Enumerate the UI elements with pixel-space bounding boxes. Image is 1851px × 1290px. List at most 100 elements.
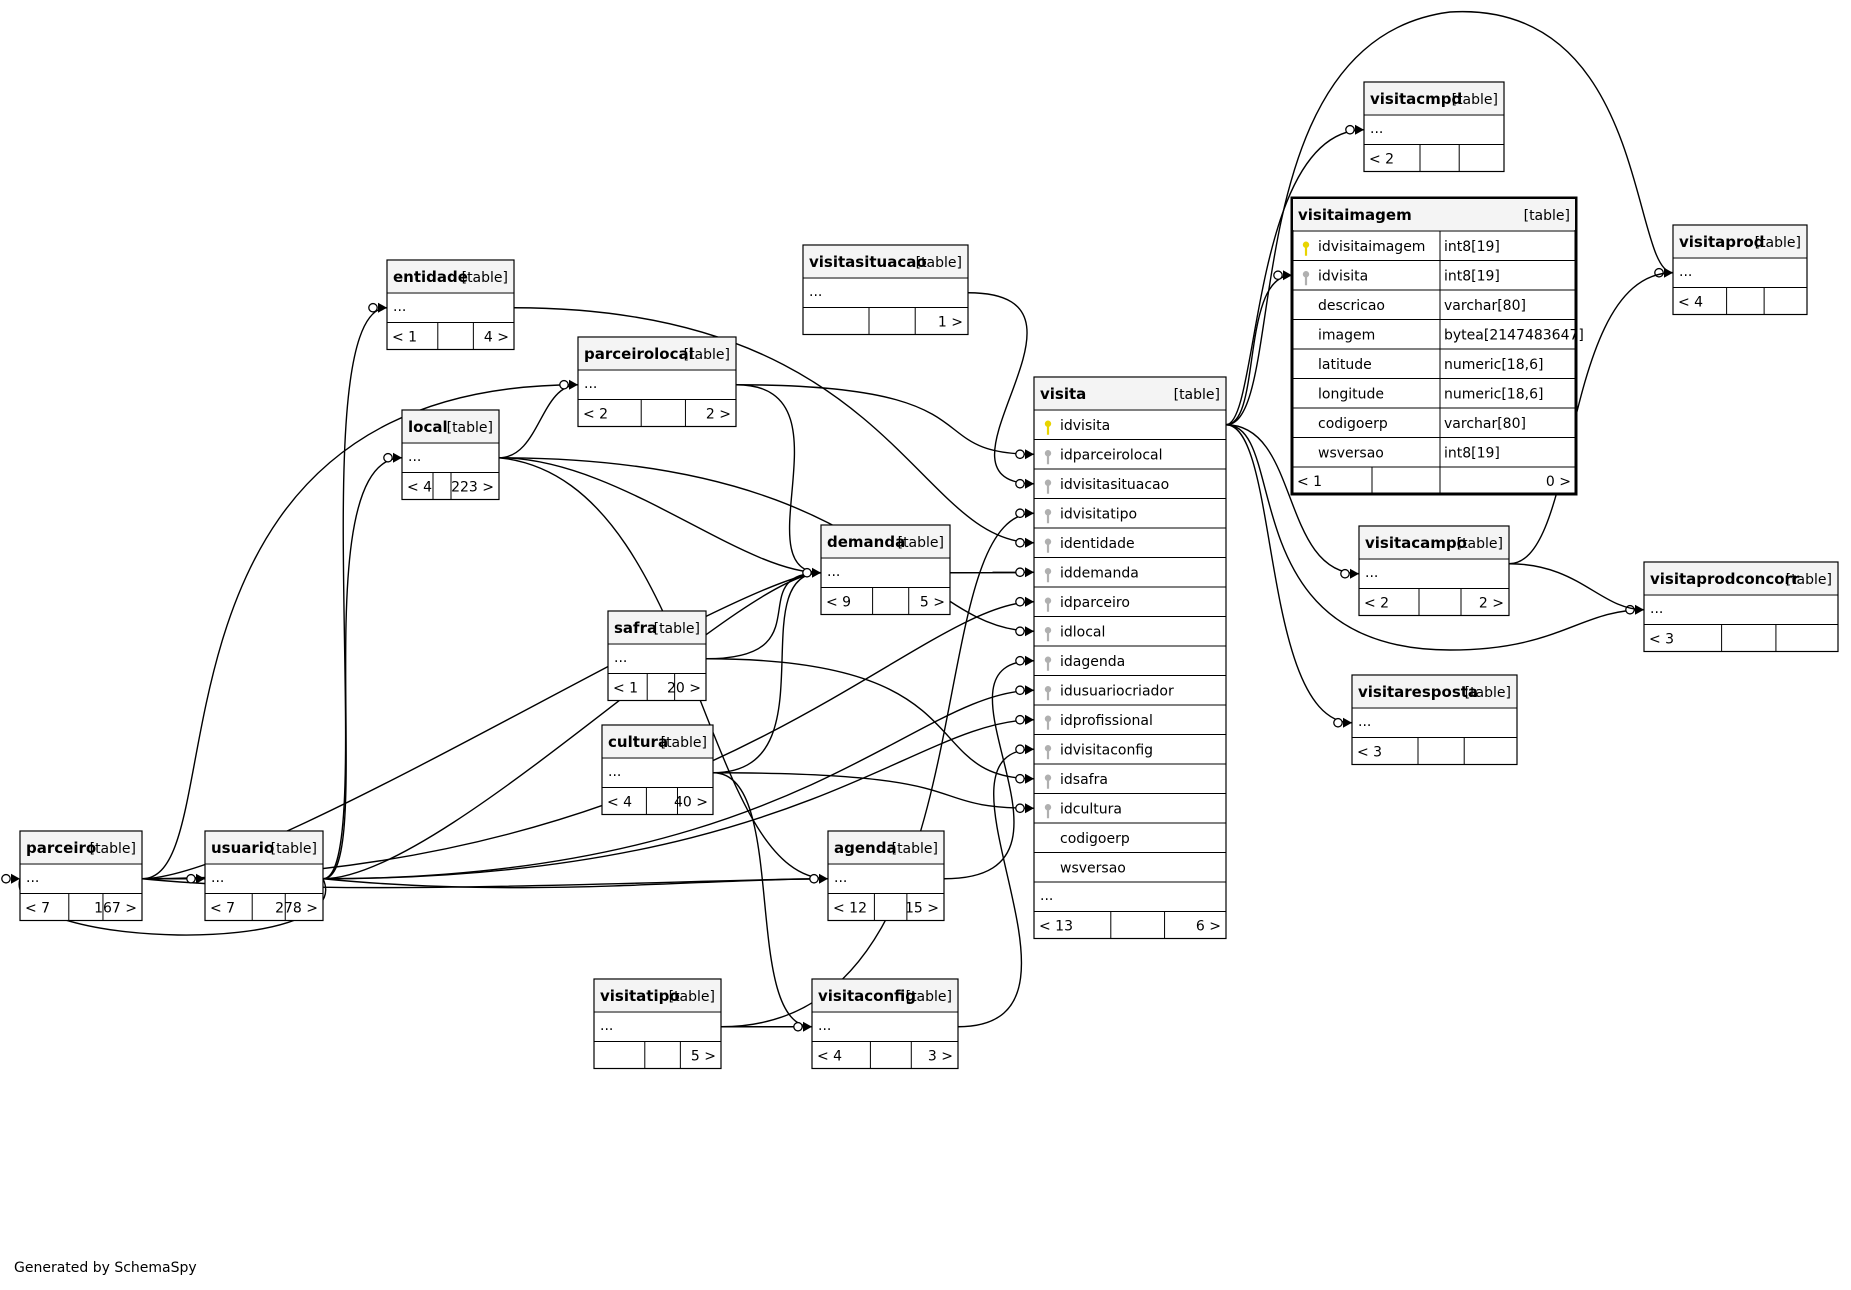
column-identidade[interactable]: identidade (1060, 536, 1135, 552)
column-idlocal[interactable]: idlocal (1060, 624, 1105, 640)
table-name[interactable]: visitasituacao (809, 253, 927, 271)
column-imagem[interactable]: imagem (1318, 327, 1375, 343)
column-idvisita[interactable]: idvisita (1318, 268, 1368, 284)
table-name[interactable]: visitatipo (600, 987, 680, 1005)
table-name[interactable]: visitacmpd (1370, 90, 1462, 108)
children-count[interactable]: 278 > (275, 901, 318, 917)
table-name[interactable]: demanda (827, 533, 905, 551)
parents-count[interactable]: < 4 (817, 1049, 842, 1065)
table-name[interactable]: visita (1040, 385, 1086, 403)
ellipsis-row[interactable]: ... (834, 870, 847, 886)
parents-count[interactable]: < 1 (1297, 474, 1322, 490)
column-idvisita[interactable]: idvisita (1060, 418, 1110, 434)
column-idsafra[interactable]: idsafra (1060, 772, 1108, 788)
table-visitaresposta[interactable]: visitaresposta[table]...< 3 (1351, 674, 1518, 766)
column-idvisitasituacao[interactable]: idvisitasituacao (1060, 477, 1169, 493)
ellipsis-row[interactable]: ... (1370, 121, 1383, 137)
ellipsis-row[interactable]: ... (809, 284, 822, 300)
ellipsis-row[interactable]: ... (827, 564, 840, 580)
table-name[interactable]: local (408, 418, 448, 436)
ellipsis-row[interactable]: ... (1650, 601, 1663, 617)
ellipsis-row[interactable]: ... (211, 870, 224, 886)
column-wsversao[interactable]: wsversao (1060, 860, 1126, 876)
children-count[interactable]: 5 > (920, 595, 945, 611)
children-count[interactable]: 5 > (691, 1049, 716, 1065)
children-count[interactable]: 2 > (706, 407, 731, 423)
table-name[interactable]: entidade (393, 268, 468, 286)
parents-count[interactable]: < 1 (613, 681, 638, 697)
ellipsis-row[interactable]: ... (584, 376, 597, 392)
children-count[interactable]: 0 > (1546, 474, 1571, 490)
ellipsis-row[interactable]: ... (26, 870, 39, 886)
table-name[interactable]: visitaprod (1679, 233, 1764, 251)
table-name[interactable]: visitaconfig (818, 987, 916, 1005)
parents-count[interactable]: < 2 (583, 407, 608, 423)
ellipsis-row[interactable]: ... (393, 299, 406, 315)
column-idvisitaconfig[interactable]: idvisitaconfig (1060, 742, 1153, 758)
ellipsis-row[interactable]: ... (600, 1018, 613, 1034)
ellipsis-row[interactable]: ... (408, 449, 421, 465)
table-name[interactable]: parceiro (26, 839, 96, 857)
table-visitatipo[interactable]: visitatipo[table]...5 > (593, 978, 722, 1070)
column-iddemanda[interactable]: iddemanda (1060, 565, 1139, 581)
ellipsis-row[interactable]: ... (614, 650, 627, 666)
parents-count[interactable]: < 9 (826, 595, 851, 611)
parents-count[interactable]: < 1 (392, 330, 417, 346)
column-codigoerp[interactable]: codigoerp (1318, 416, 1388, 432)
table-visitaprod[interactable]: visitaprod[table]...< 4 (1672, 224, 1808, 316)
parents-count[interactable]: < 7 (210, 901, 235, 917)
column-idprofissional[interactable]: idprofissional (1060, 713, 1153, 729)
column-idusuariocriador[interactable]: idusuariocriador (1060, 683, 1174, 699)
ellipsis-row[interactable]: ... (1365, 565, 1378, 581)
parents-count[interactable]: < 4 (1678, 295, 1703, 311)
column-idcultura[interactable]: idcultura (1060, 801, 1122, 817)
table-visitasituacao[interactable]: visitasituacao[table]...1 > (802, 244, 969, 336)
children-count[interactable]: 223 > (451, 480, 494, 496)
children-count[interactable]: 2 > (1479, 596, 1504, 612)
column-idparceiro[interactable]: idparceiro (1060, 595, 1130, 611)
table-name[interactable]: visitaresposta (1358, 683, 1478, 701)
column-longitude[interactable]: longitude (1318, 386, 1384, 402)
children-count[interactable]: 1 > (938, 315, 963, 331)
table-name[interactable]: usuario (211, 839, 274, 857)
ellipsis-row[interactable]: ... (1358, 714, 1371, 730)
column-idagenda[interactable]: idagenda (1060, 654, 1125, 670)
children-count[interactable]: 20 > (667, 681, 701, 697)
parents-count[interactable]: < 7 (25, 901, 50, 917)
table-name[interactable]: visitacampo (1365, 534, 1467, 552)
parents-count[interactable]: < 3 (1649, 632, 1674, 648)
parents-count[interactable]: < 2 (1369, 152, 1394, 168)
table-visitacmpd[interactable]: visitacmpd[table]...< 2 (1363, 81, 1505, 173)
ellipsis-row[interactable]: ... (1679, 264, 1692, 280)
column-idparceirolocal[interactable]: idparceirolocal (1060, 447, 1163, 463)
table-visitaprodconcorr[interactable]: visitaprodconcorr[table]...< 3 (1643, 561, 1839, 653)
ellipsis-row[interactable]: ... (1040, 888, 1053, 904)
children-count[interactable]: 3 > (928, 1049, 953, 1065)
table-name[interactable]: visitaprodconcorr (1650, 570, 1800, 588)
column-idvisitaimagem[interactable]: idvisitaimagem (1318, 239, 1425, 255)
parents-count[interactable]: < 2 (1364, 596, 1389, 612)
column-wsversao[interactable]: wsversao (1318, 445, 1384, 461)
children-count[interactable]: 15 > (905, 901, 939, 917)
children-count[interactable]: 6 > (1196, 919, 1221, 935)
table-name[interactable]: parceirolocal (584, 345, 694, 363)
parents-count[interactable]: < 4 (607, 795, 632, 811)
children-count[interactable]: 40 > (674, 795, 708, 811)
parents-count[interactable]: < 13 (1039, 919, 1073, 935)
table-name[interactable]: cultura (608, 733, 668, 751)
table-name[interactable]: safra (614, 619, 657, 637)
table-visita[interactable]: visita[table]idvisitaidparceirolocalidvi… (1033, 376, 1227, 940)
children-count[interactable]: 4 > (484, 330, 509, 346)
column-descricao[interactable]: descricao (1318, 298, 1385, 314)
column-latitude[interactable]: latitude (1318, 357, 1372, 373)
parents-count[interactable]: < 4 (407, 480, 432, 496)
column-codigoerp[interactable]: codigoerp (1060, 831, 1130, 847)
